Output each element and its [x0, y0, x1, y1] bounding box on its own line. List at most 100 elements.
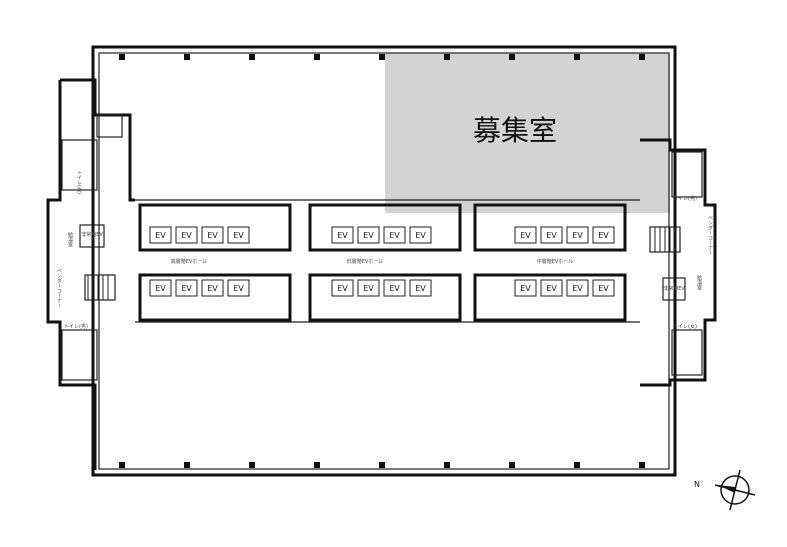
elevator: EV — [592, 226, 615, 244]
right-vendor: ベンダーコーナー — [707, 215, 713, 255]
elevator: EV — [201, 279, 224, 297]
column — [119, 54, 125, 60]
elevator-label: EV — [337, 231, 348, 240]
left-core — [46, 78, 135, 470]
column — [509, 54, 515, 60]
elevator-label: EV — [155, 231, 166, 240]
elevator-label: EV — [363, 231, 374, 240]
highlighted-room-area[interactable] — [385, 53, 670, 213]
column — [574, 462, 580, 468]
left-kitchen: 給湯室 — [67, 231, 73, 247]
toilet-room — [61, 329, 98, 381]
elevator: EV — [331, 226, 354, 244]
elevator-bank-top: EV EV EV EV — [473, 203, 627, 252]
elevator-label: EV — [572, 284, 583, 293]
elevator-label: EV — [546, 284, 557, 293]
elevator-label: EV — [155, 284, 166, 293]
elevator: EV — [540, 226, 563, 244]
elevator-label: EV — [520, 284, 531, 293]
right-toilet-top: トイレ(男) — [673, 196, 697, 202]
elevator: EV — [540, 279, 563, 297]
elevator: EV — [514, 226, 537, 244]
column — [379, 54, 385, 60]
elevator-bank-top: EV EV EV EV — [138, 203, 292, 252]
elevator-label: EV — [520, 231, 531, 240]
elevator: EV — [357, 226, 380, 244]
hall-label-mid: 中層階EVホール — [537, 258, 574, 265]
elevator-label: EV — [363, 284, 374, 293]
elevator-label: EV — [207, 284, 218, 293]
emergency-elevator — [662, 277, 686, 301]
elevator-label: EV — [598, 231, 609, 240]
column — [184, 54, 190, 60]
elevator-bank-bottom: EV EV EV EV — [138, 273, 292, 322]
elevator: EV — [514, 279, 537, 297]
elevator: EV — [592, 279, 615, 297]
elevator-bank-top: EV EV EV EV — [308, 203, 462, 252]
elevator-label: EV — [546, 231, 557, 240]
column — [249, 462, 255, 468]
left-toilet-top: トイレ(女) — [76, 170, 82, 194]
emergency-elevator — [79, 224, 105, 248]
column — [444, 462, 450, 468]
elevator: EV — [331, 279, 354, 297]
right-toilet-bottom: トイレ(女) — [673, 323, 697, 330]
elevator-label: EV — [337, 284, 348, 293]
elevator-label: EV — [389, 231, 400, 240]
hall-label-low: 低層階EVホール — [347, 258, 384, 265]
toilet-room — [671, 329, 703, 376]
column — [639, 462, 645, 468]
elevator-bank-bottom: EV EV EV EV — [473, 273, 627, 322]
column — [379, 462, 385, 468]
building-outline — [91, 45, 677, 477]
elevator: EV — [383, 279, 406, 297]
left-vendor: ベンダーコーナー — [56, 268, 62, 308]
elevator: EV — [175, 279, 198, 297]
elevator: EV — [175, 226, 198, 244]
elevator-label: EV — [572, 231, 583, 240]
toilet-room — [61, 139, 98, 191]
elevator: EV — [566, 226, 589, 244]
left-toilet-bottom: トイレ(男) — [64, 324, 88, 330]
column — [119, 462, 125, 468]
column — [444, 54, 450, 60]
column — [249, 54, 255, 60]
column — [314, 54, 320, 60]
elevator: EV — [201, 226, 224, 244]
elevator: EV — [409, 279, 432, 297]
columns — [119, 54, 645, 468]
north-compass-icon: N — [694, 469, 756, 511]
toilet-room — [671, 151, 703, 198]
compass-label: N — [694, 480, 700, 489]
elevator-bank-bottom: EV EV EV EV — [308, 273, 462, 322]
elevator: EV — [409, 226, 432, 244]
elevator-label: EV — [207, 231, 218, 240]
elevator: EV — [227, 226, 250, 244]
elevator-label: EV — [233, 231, 244, 240]
elevator-label: EV — [415, 231, 426, 240]
right-kitchen: 給湯室 — [696, 274, 702, 290]
elevator: EV — [383, 226, 406, 244]
hall-label-high: 高層階EVホール — [171, 258, 208, 265]
building-inner-outline — [98, 52, 670, 470]
elevator-label: EV — [415, 284, 426, 293]
elevator: EV — [566, 279, 589, 297]
column — [574, 54, 580, 60]
elevator: EV — [227, 279, 250, 297]
elevator: EV — [357, 279, 380, 297]
elevator-label: EV — [389, 284, 400, 293]
left-emergency-ev: 非常用EV — [81, 231, 103, 238]
room-label: 募集室 — [473, 114, 557, 147]
stairs-icon — [84, 274, 116, 301]
right-emergency-ev: 非常用EV — [663, 285, 685, 292]
stairs-icon — [649, 226, 681, 253]
elevator-label: EV — [598, 284, 609, 293]
elevator: EV — [149, 279, 172, 297]
elevator-label: EV — [181, 231, 192, 240]
column — [184, 462, 190, 468]
elevator-label: EV — [233, 284, 244, 293]
elevator: EV — [149, 226, 172, 244]
column — [314, 462, 320, 468]
